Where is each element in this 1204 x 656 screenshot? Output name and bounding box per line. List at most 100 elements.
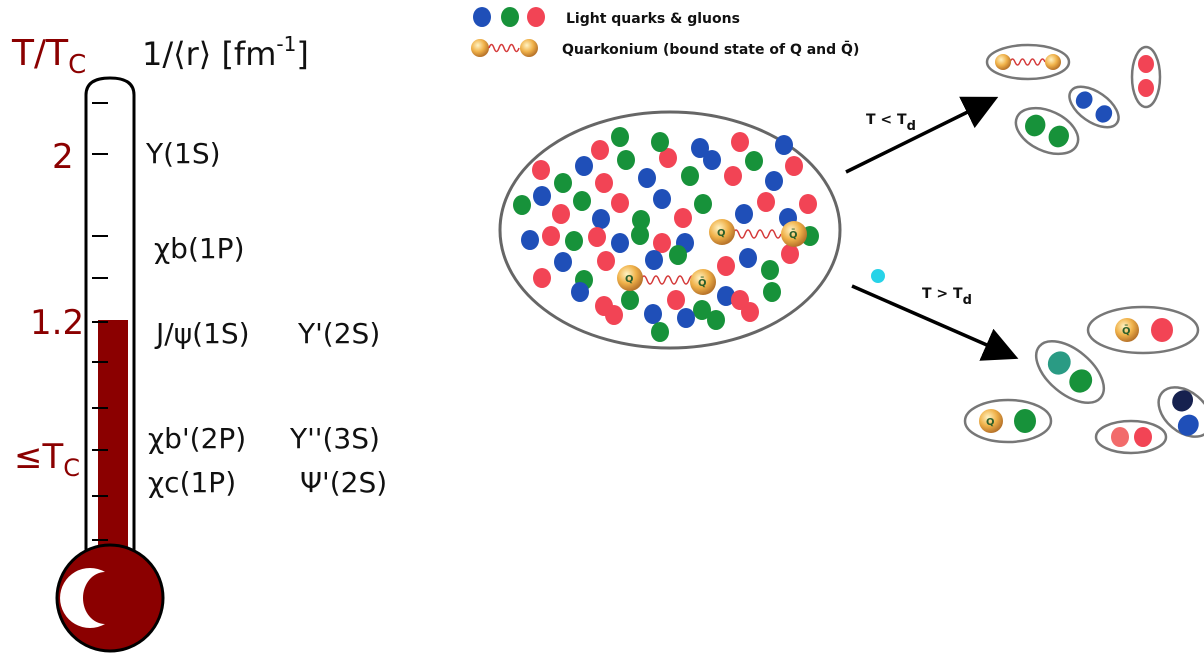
plasma-particle xyxy=(611,127,629,147)
plasma-particle xyxy=(653,189,671,209)
plasma-particle xyxy=(731,132,749,152)
legend-quarkonium-label: Quarkonium (bound state of Q and Q̄) xyxy=(562,39,859,58)
plasma-particle xyxy=(653,233,671,253)
arrow-high-label: T > Td xyxy=(922,286,972,308)
plasma-particle xyxy=(707,310,725,330)
plasma-particle xyxy=(735,204,753,224)
plasma-particle xyxy=(592,209,610,229)
plasma-particle xyxy=(763,282,781,302)
hadron-navy-blue xyxy=(1157,386,1204,438)
hadron-red-pair xyxy=(1094,419,1168,455)
state-upsilon-2s: Υ'(2S) xyxy=(297,317,380,350)
plasma-particle xyxy=(632,210,650,230)
state-jpsi-1s: J/ψ(1S) xyxy=(154,317,250,350)
plasma-particle xyxy=(542,226,560,246)
state-chi-b-1p: χb(1P) xyxy=(154,232,245,265)
svg-text:Q̄: Q̄ xyxy=(789,228,798,241)
plasma-particle xyxy=(611,233,629,253)
arrow-high-temperature: T > Td xyxy=(851,284,1019,361)
svg-text:Q̄: Q̄ xyxy=(1122,324,1131,337)
svg-text:Q: Q xyxy=(717,228,726,239)
plasma-particle xyxy=(667,290,685,310)
plasma-particle xyxy=(781,244,799,264)
plasma-particle xyxy=(693,300,711,320)
plasma-particle xyxy=(745,151,763,171)
bound-blue-pair xyxy=(1068,85,1120,129)
state-chi-b-2p: χb'(2P) xyxy=(148,422,246,455)
plasma-particle xyxy=(532,160,550,180)
legend-gluon-spring xyxy=(488,43,520,53)
plasma-particle xyxy=(573,191,591,211)
plasma-particle xyxy=(761,260,779,280)
plasma-particle xyxy=(731,290,749,310)
plasma-particle xyxy=(739,248,757,268)
plasma-quarkonium-upper: Q Q̄ xyxy=(709,219,807,247)
plasma-particle xyxy=(588,227,606,247)
free-cyan-particle xyxy=(871,269,885,283)
plasma-quarkonium-lower: Q Q̄ xyxy=(617,265,716,295)
plasma-particle xyxy=(565,231,583,251)
plasma-particle xyxy=(703,150,721,170)
legend-green-dot xyxy=(501,7,519,27)
temp-label-tc: ≤TC xyxy=(14,437,80,482)
plasma-particle xyxy=(757,192,775,212)
bound-red-pair xyxy=(1130,45,1162,109)
mercury-column xyxy=(98,320,128,570)
plasma-particle xyxy=(785,156,803,176)
plasma-particle xyxy=(674,208,692,228)
legend: Light quarks & gluons Quarkonium (bound … xyxy=(471,7,859,58)
plasma-particle xyxy=(595,173,613,193)
plasma-particle xyxy=(521,230,539,250)
bound-quarkonium xyxy=(985,43,1071,81)
state-psi-2s: Ψ'(2S) xyxy=(300,466,387,499)
plasma-particle xyxy=(617,150,635,170)
legend-quark-ball xyxy=(471,39,489,57)
plasma-particle xyxy=(631,225,649,245)
plasma-particle xyxy=(571,282,589,302)
plasma-particle xyxy=(552,204,570,224)
plasma-particle xyxy=(717,286,735,306)
plasma-particle xyxy=(724,166,742,186)
plasma-particle xyxy=(651,132,669,152)
plasma-particle xyxy=(554,173,572,193)
plasma-particle xyxy=(621,290,639,310)
plasma-particle xyxy=(533,186,551,206)
plasma-particle xyxy=(645,250,663,270)
plasma-particle xyxy=(677,308,695,328)
state-upsilon-3s: Υ''(3S) xyxy=(289,422,380,455)
plasma-particle xyxy=(694,194,712,214)
plasma-particle xyxy=(611,193,629,213)
plasma-particle xyxy=(717,256,735,276)
plasma-particles xyxy=(513,127,819,342)
bound-states-low-t xyxy=(985,43,1162,156)
hadron-quark-green: Q xyxy=(963,398,1053,444)
legend-antiquark-ball xyxy=(520,39,538,57)
scale-axis-title: 1/⟨r⟩ [fm-1] xyxy=(142,32,309,73)
plasma-particle xyxy=(651,322,669,342)
plasma-particle xyxy=(591,140,609,160)
svg-text:Q̄: Q̄ xyxy=(698,276,707,289)
arrow-low-label: T < Td xyxy=(866,112,916,134)
temperature-axis-title: T/TC xyxy=(11,33,86,80)
plasma-particle xyxy=(681,166,699,186)
temp-label-2: 2 xyxy=(52,137,74,177)
plasma-particle xyxy=(638,168,656,188)
plasma-particle xyxy=(659,148,677,168)
hadron-antiquark-red: Q̄ xyxy=(1086,305,1200,355)
svg-text:Q: Q xyxy=(625,274,634,285)
plasma-particle xyxy=(765,171,783,191)
plasma-particle xyxy=(775,135,793,155)
thermometer: T/TC 1/⟨r⟩ [fm-1] 2 1.2 ≤TC Υ(1S) χb(1P) xyxy=(11,32,387,653)
arrow-low-temperature: T < Td xyxy=(845,96,999,174)
state-chi-c-1p: χc(1P) xyxy=(148,466,236,499)
bound-green-pair xyxy=(1014,106,1080,156)
legend-light-label: Light quarks & gluons xyxy=(566,11,740,27)
plasma-particle xyxy=(691,138,709,158)
plasma-particle xyxy=(533,268,551,288)
plasma-particle xyxy=(554,252,572,272)
plasma-particle xyxy=(669,245,687,265)
bulb-highlight xyxy=(60,568,105,628)
thermometer-ticks xyxy=(92,102,108,541)
dissociated-states-high-t: Q̄ Q xyxy=(963,305,1204,455)
